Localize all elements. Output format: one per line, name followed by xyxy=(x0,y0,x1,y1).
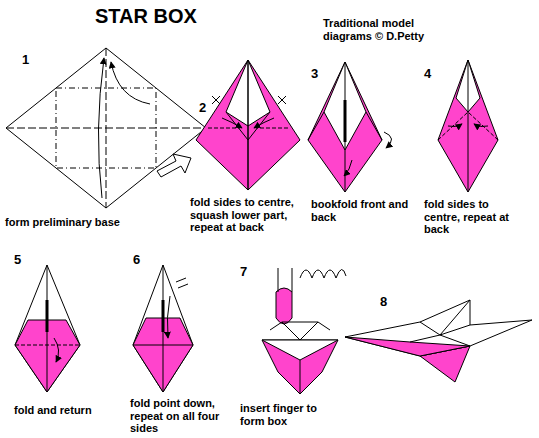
step-caption: insert finger to form box xyxy=(240,402,340,427)
step-2-figure-stroke xyxy=(278,96,286,104)
step-6-figure xyxy=(133,265,193,392)
step-8-figure-stroke xyxy=(345,300,532,356)
step-2-figure-stroke xyxy=(247,60,249,190)
step-4-figure-stroke xyxy=(438,60,498,192)
step-5-figure-stroke xyxy=(15,345,80,346)
step-4-figure xyxy=(438,60,498,192)
step-caption: bookfold front and back xyxy=(311,198,411,223)
step-6-figure-stroke xyxy=(176,278,188,288)
step-caption: fold point down, repeat on all four side… xyxy=(130,397,240,435)
step-7-figure-stroke xyxy=(276,288,292,324)
step-2-figure-stroke xyxy=(222,118,242,128)
step-3-figure-stroke xyxy=(345,62,346,192)
step-number: 4 xyxy=(424,66,431,81)
step-2-figure-stroke xyxy=(226,112,248,140)
step-4-figure-stroke xyxy=(468,112,498,140)
step-5-figure-stroke xyxy=(54,338,59,362)
step-6-figure-stroke xyxy=(133,265,193,392)
step-7-figure-stroke xyxy=(278,268,292,292)
step-number: 5 xyxy=(14,252,21,267)
next-arrow-stroke xyxy=(157,154,191,177)
step-6-figure-stroke xyxy=(133,345,193,346)
step-3-figure-stroke xyxy=(308,112,324,140)
step-1-figure-stroke xyxy=(111,62,150,104)
credit-note: Traditional model diagrams © D.Petty xyxy=(323,17,453,42)
step-3-figure-stroke xyxy=(344,100,347,142)
step-8-figure-stroke xyxy=(345,337,470,356)
step-2-figure-stroke xyxy=(208,128,240,129)
step-number: 6 xyxy=(133,252,140,267)
step-5-figure-stroke xyxy=(46,300,49,332)
step-2-figure-stroke xyxy=(254,118,274,128)
step-4-figure-stroke xyxy=(448,124,462,127)
step-caption: fold and return xyxy=(14,404,124,417)
step-number: 2 xyxy=(199,100,206,115)
step-number: 1 xyxy=(22,52,29,67)
step-6-figure-stroke xyxy=(162,300,165,332)
step-4-figure-stroke xyxy=(474,124,488,127)
step-caption: fold sides to centre, repeat at back xyxy=(424,198,519,236)
next-arrow xyxy=(157,154,191,177)
step-8-figure xyxy=(345,300,532,382)
step-2-figure-stroke xyxy=(196,60,300,190)
step-4-figure-stroke xyxy=(438,112,468,140)
step-6-figure-stroke xyxy=(167,296,170,338)
step-7-figure-stroke xyxy=(262,340,338,360)
step-7-figure-stroke xyxy=(300,360,301,394)
step-1-figure-stroke xyxy=(98,58,104,198)
step-3-figure-stroke xyxy=(308,62,382,192)
step-3-figure-stroke xyxy=(384,132,392,148)
step-7-figure-stroke xyxy=(270,322,330,340)
step-caption: form preliminary base xyxy=(5,216,210,229)
step-1-figure-stroke xyxy=(6,48,206,208)
step-3-figure xyxy=(308,62,392,192)
step-6-figure-stroke xyxy=(163,265,164,392)
step-3-figure-stroke xyxy=(366,112,382,140)
step-1-figure-stroke xyxy=(56,88,156,168)
step-8-figure-stroke xyxy=(410,300,470,346)
step-7-figure xyxy=(262,268,346,394)
step-2-figure xyxy=(196,60,300,190)
step-5-figure xyxy=(15,265,80,392)
step-7-figure-stroke xyxy=(300,269,346,278)
step-1-figure xyxy=(6,48,206,208)
step-number: 7 xyxy=(240,264,247,279)
step-7-figure-stroke xyxy=(262,340,338,394)
step-number: 3 xyxy=(311,66,318,81)
step-3-figure-stroke xyxy=(344,160,352,176)
title: STAR BOX xyxy=(95,4,197,28)
step-5-figure-stroke xyxy=(15,265,80,392)
step-4-figure-stroke xyxy=(468,60,469,192)
step-2-figure-stroke xyxy=(248,112,270,140)
step-2-figure-stroke xyxy=(212,96,220,104)
step-number: 8 xyxy=(380,294,387,309)
step-2-figure-stroke xyxy=(256,128,288,129)
step-caption: fold sides to centre, squash lower part,… xyxy=(190,196,312,234)
step-1-figure-stroke xyxy=(106,48,107,208)
step-5-figure-stroke xyxy=(47,265,48,392)
